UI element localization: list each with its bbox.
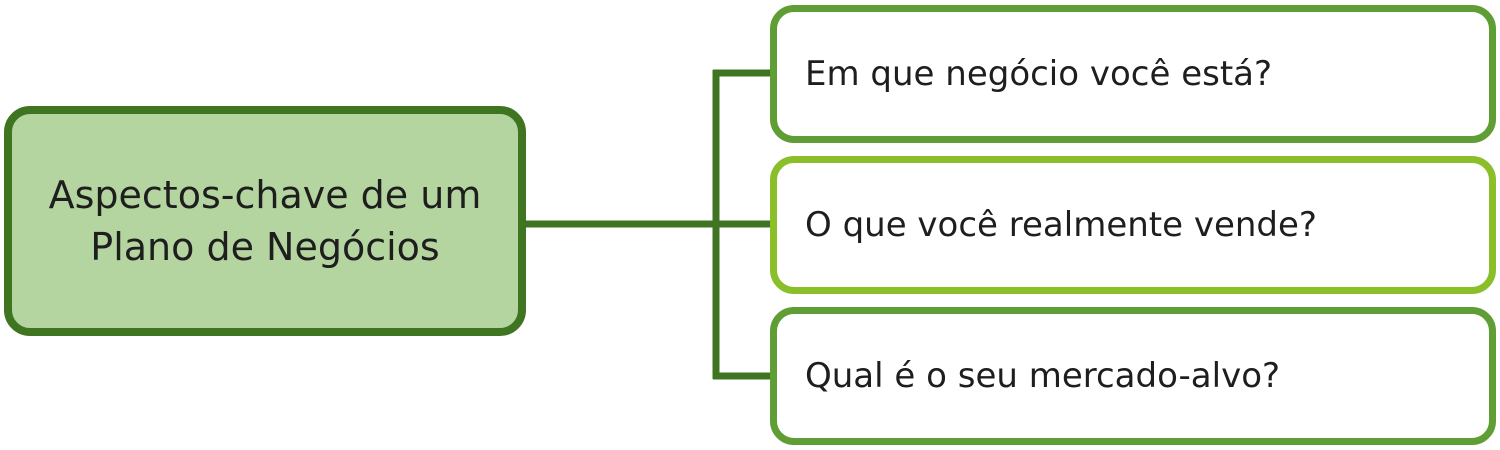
branch-label-3: Qual é o seu mercado-alvo?: [805, 356, 1281, 396]
branch-label-1: Em que negócio você está?: [805, 54, 1273, 94]
branch-box-2: O que você realmente vende?: [770, 156, 1496, 294]
main-topic-label: Aspectos-chave de um Plano de Negócios: [48, 173, 482, 269]
main-topic-box: Aspectos-chave de um Plano de Negócios: [4, 106, 526, 336]
branch-box-1: Em que negócio você está?: [770, 5, 1496, 143]
branch-label-2: O que você realmente vende?: [805, 205, 1317, 245]
branch-box-3: Qual é o seu mercado-alvo?: [770, 307, 1496, 445]
